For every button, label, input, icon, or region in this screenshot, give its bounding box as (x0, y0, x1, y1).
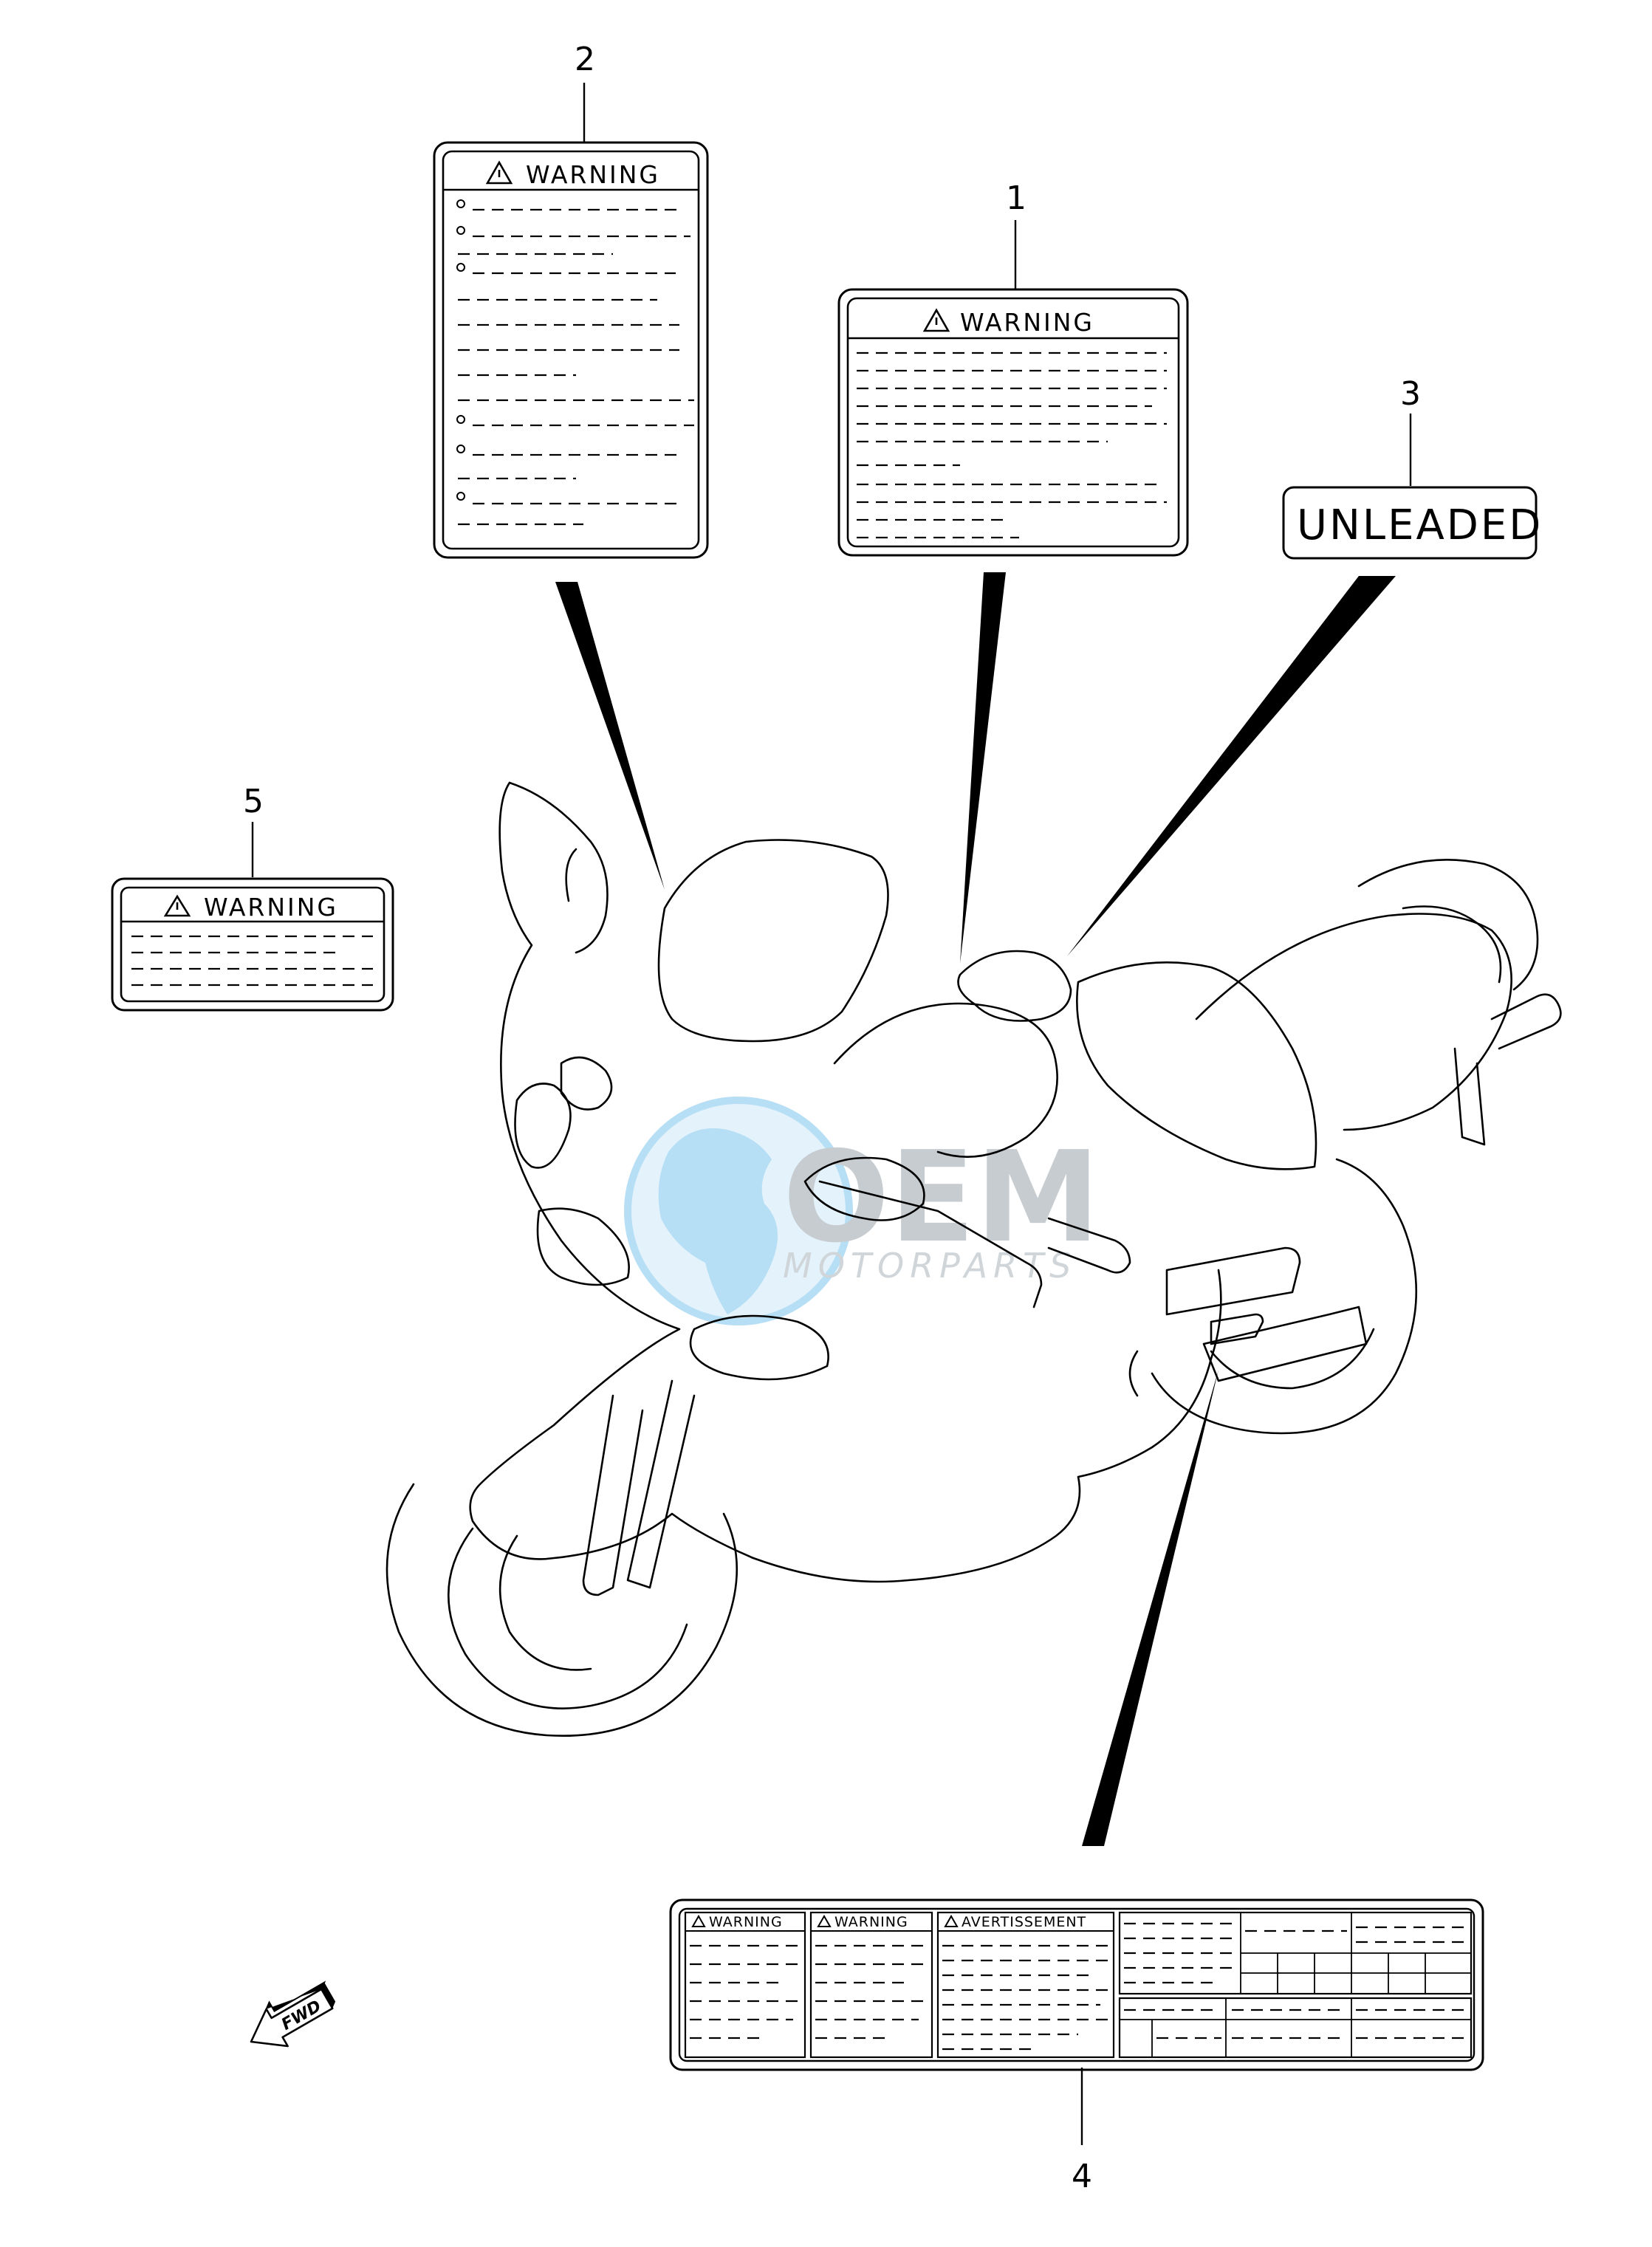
leader-wedge-2 (555, 582, 665, 890)
callout-number-5: 5 (243, 783, 264, 820)
multi-panel-warning-heading-1: WARNING (709, 1914, 783, 1930)
warning-label-1: WARNING (837, 288, 1189, 557)
warning-label-5-text-lines (131, 935, 373, 987)
warning-triangle-icon (485, 160, 513, 185)
leader-wedge-3 (1067, 576, 1396, 956)
multi-panel-label-4: WARNING WARNING AVERTISSEMENT (669, 1898, 1484, 2071)
callout-number-3: 3 (1400, 375, 1421, 413)
callout-number-2: 2 (575, 41, 595, 78)
callout-stems (251, 83, 1412, 2145)
warning-triangle-icon (691, 1914, 706, 1927)
warning-triangle-icon (944, 1914, 959, 1927)
callout-number-1: 1 (1006, 179, 1026, 217)
warning-label-2-heading: WARNING (526, 160, 660, 189)
leader-wedge-1 (960, 572, 1006, 964)
motorcycle-outline (385, 781, 1562, 1737)
callout-number-4: 4 (1072, 2158, 1092, 2195)
warning-label-1-text-lines (857, 351, 1167, 539)
warning-label-5: WARNING (111, 877, 394, 1012)
watermark: OEM MOTORPARTS (624, 1097, 1100, 1325)
warning-label-2-text-lines (456, 199, 694, 526)
warning-triangle-icon (163, 894, 191, 917)
leader-wedge-4 (1082, 1370, 1219, 1846)
watermark-tagline: MOTORPARTS (783, 1246, 1077, 1286)
warning-triangle-icon (922, 308, 950, 332)
multi-panel-text-lines (690, 1922, 1467, 2051)
leader-lines (555, 572, 1396, 1846)
warning-label-2: WARNING (433, 141, 709, 559)
unleaded-label-3: UNLEADED (1282, 486, 1543, 560)
watermark-brand: OEM (783, 1125, 1100, 1271)
warning-label-1-heading: WARNING (960, 308, 1094, 337)
warning-label-5-heading: WARNING (204, 893, 338, 922)
multi-panel-warning-heading-2: WARNING (834, 1914, 908, 1930)
warning-triangle-icon (817, 1914, 832, 1927)
watermark-continents (658, 1128, 778, 1314)
multi-panel-avertissement-heading: AVERTISSEMENT (962, 1914, 1086, 1930)
unleaded-label-text: UNLEADED (1297, 501, 1543, 549)
fwd-orientation-arrow-icon: FWD (250, 1980, 336, 2048)
